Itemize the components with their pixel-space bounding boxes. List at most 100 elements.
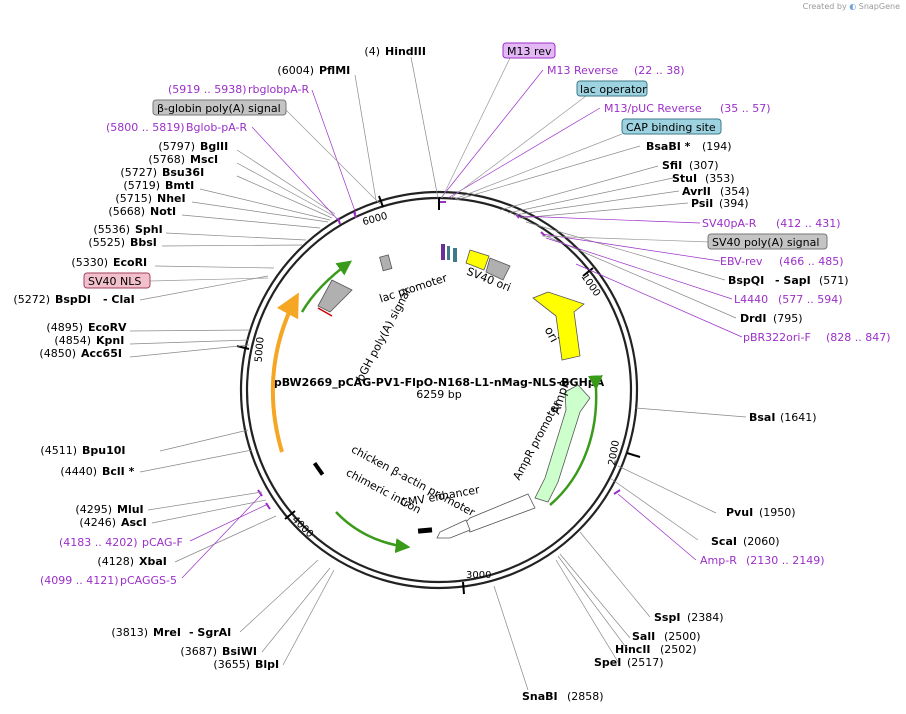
site-psii-pos: (394) [719, 197, 749, 210]
bgh-red-mark [317, 307, 333, 317]
primer-l4440: L4440 [734, 293, 768, 306]
site-bmti: BmtI [165, 179, 194, 192]
site-acc65i: Acc65I [81, 347, 122, 360]
box-sv40-nls [83, 272, 151, 289]
site-sfii-pos: (307) [689, 159, 719, 172]
site-avrii-pos: (354) [720, 185, 750, 198]
tick-1000: 1000 [579, 272, 603, 299]
site-kpni-pos: (4854) [54, 334, 91, 347]
site-bsabi: BsaBI * [646, 140, 691, 153]
sv40-ori-box [465, 249, 490, 271]
primer-ebv-rev-range: (466 .. 485) [779, 255, 844, 268]
site-noti-pos: (5668) [108, 205, 145, 218]
site-bmti-pos: (5719) [123, 179, 160, 192]
site-kpni: KpnI [96, 334, 124, 347]
site-bbsi-pos: (5525) [88, 236, 125, 249]
site-bcli: BclI * [102, 465, 135, 478]
orf-green-left [300, 260, 353, 313]
promoter-arrow [436, 519, 471, 539]
site-asci-pos: (4246) [79, 516, 116, 529]
primer-m13puc-range: (35 .. 57) [720, 102, 771, 115]
site-hincii: HincII [615, 643, 651, 656]
primer-pbr322ori-f: pBR322ori-F [743, 331, 811, 344]
site-ecorv-pos: (4895) [46, 321, 83, 334]
primer-rbglobpa-r: rbglobpA-R [248, 83, 309, 96]
site-snabi-pos: (2858) [567, 690, 604, 703]
credit-text: Created by [802, 2, 847, 11]
site-pvui: PvuI [726, 506, 753, 519]
ampr-orf [549, 375, 603, 506]
primer-pcaggs5-range: (4099 .. 4121) [40, 574, 119, 587]
site-bpu10i: Bpu10I [82, 444, 126, 457]
site-sapi: - SapI [775, 274, 811, 287]
primer-rbglobpa-r-range: (5919 .. 5938) [168, 83, 247, 96]
primer-amp-r: Amp-R [700, 554, 737, 567]
site-xbai-pos: (4128) [97, 555, 134, 568]
site-asci: AscI [121, 516, 147, 529]
site-ecorv: EcoRV [88, 321, 127, 334]
chimeric-intron-arc [335, 511, 411, 554]
site-drdi: DrdI [740, 312, 767, 325]
snapgene-icon: ◐ [849, 2, 857, 11]
site-nhei: NheI [157, 192, 186, 205]
site-sfii: SfiI [662, 159, 682, 172]
site-mlui-pos: (4295) [75, 503, 112, 516]
box-sv40-nls-label: SV40 NLS [88, 275, 141, 288]
site-mlui: MluI [117, 503, 144, 516]
site-pvui-pos: (1950) [759, 506, 796, 519]
primer-m13reverse-range: (22 .. 38) [634, 64, 685, 77]
credit: Created by ◐ SnapGene [803, 2, 900, 11]
site-blpi: BlpI [255, 658, 279, 671]
leader-lines [129, 56, 747, 691]
site-scai-pos: (2060) [743, 535, 780, 548]
site-bsu36i-pos: (5727) [120, 166, 157, 179]
site-bspqi-pos: (571) [819, 274, 849, 287]
site-sspi: SspI [654, 611, 680, 624]
box-cap-binding [621, 118, 722, 135]
ori-label: ori [542, 324, 562, 344]
site-hindiii: HindIII [385, 45, 426, 58]
site-bpu10i-pos: (4511) [40, 444, 77, 457]
site-xbai: XbaI [139, 555, 167, 568]
orf-orange [270, 292, 299, 453]
site-bsiwi-pos: (3687) [180, 645, 217, 658]
site-hindiii-pos: (4) [364, 45, 380, 58]
box-lac-operator-label: lac operator [580, 83, 647, 96]
primer-labels: M13 Reverse (22 .. 38) M13/pUC Reverse (… [40, 64, 891, 587]
site-noti: NotI [150, 205, 176, 218]
primer-pcaggs5: pCAGGS-5 [120, 574, 177, 587]
tick-3000: 3000 [466, 570, 491, 581]
tick-marks [236, 195, 641, 595]
bgh-polya-box [317, 279, 353, 313]
site-bcli-pos: (4440) [60, 465, 97, 478]
primer-sv40pa-r: SV40pA-R [702, 217, 757, 230]
lac-promoter-label: lac promoter [378, 271, 449, 305]
site-psii: PsiI [691, 197, 713, 210]
primer-pcag-f: pCAG-F [142, 536, 183, 549]
site-ecori-pos: (5330) [71, 256, 108, 269]
site-pflmi-pos: (6004) [277, 64, 314, 77]
site-hincii-pos: (2502) [660, 643, 697, 656]
site-sphi: SphI [135, 223, 163, 236]
site-mrei: MreI [153, 626, 181, 639]
site-drdi-pos: (795) [773, 312, 803, 325]
site-pflmi: PflMI [319, 64, 350, 77]
cmv-enhancer-arrow [463, 493, 536, 533]
feature-boxes: M13 rev lac operator CAP binding site SV… [83, 42, 828, 289]
cap-marker [453, 248, 457, 262]
tick-2000: 2000 [607, 439, 622, 466]
site-acc65i-pos: (4850) [39, 347, 76, 360]
tick-5000: 5000 [253, 336, 266, 362]
site-bsu36i: Bsu36I [162, 166, 204, 179]
box-sv40-polya [707, 233, 828, 250]
primer-pcag-f-range: (4183 .. 4202) [59, 536, 138, 549]
box-bglobin-polya-label: β-globin poly(A) signal [157, 102, 281, 115]
site-bspdi: BspDI [55, 293, 91, 306]
site-sali: SalI [632, 630, 655, 643]
site-snabi: SnaBI [522, 690, 558, 703]
sv40-polya-box [485, 257, 511, 281]
credit-brand: SnapGene [858, 2, 900, 11]
primer-amp-r-range: (2130 .. 2149) [746, 554, 825, 567]
site-bspqi: BspQI [728, 274, 764, 287]
